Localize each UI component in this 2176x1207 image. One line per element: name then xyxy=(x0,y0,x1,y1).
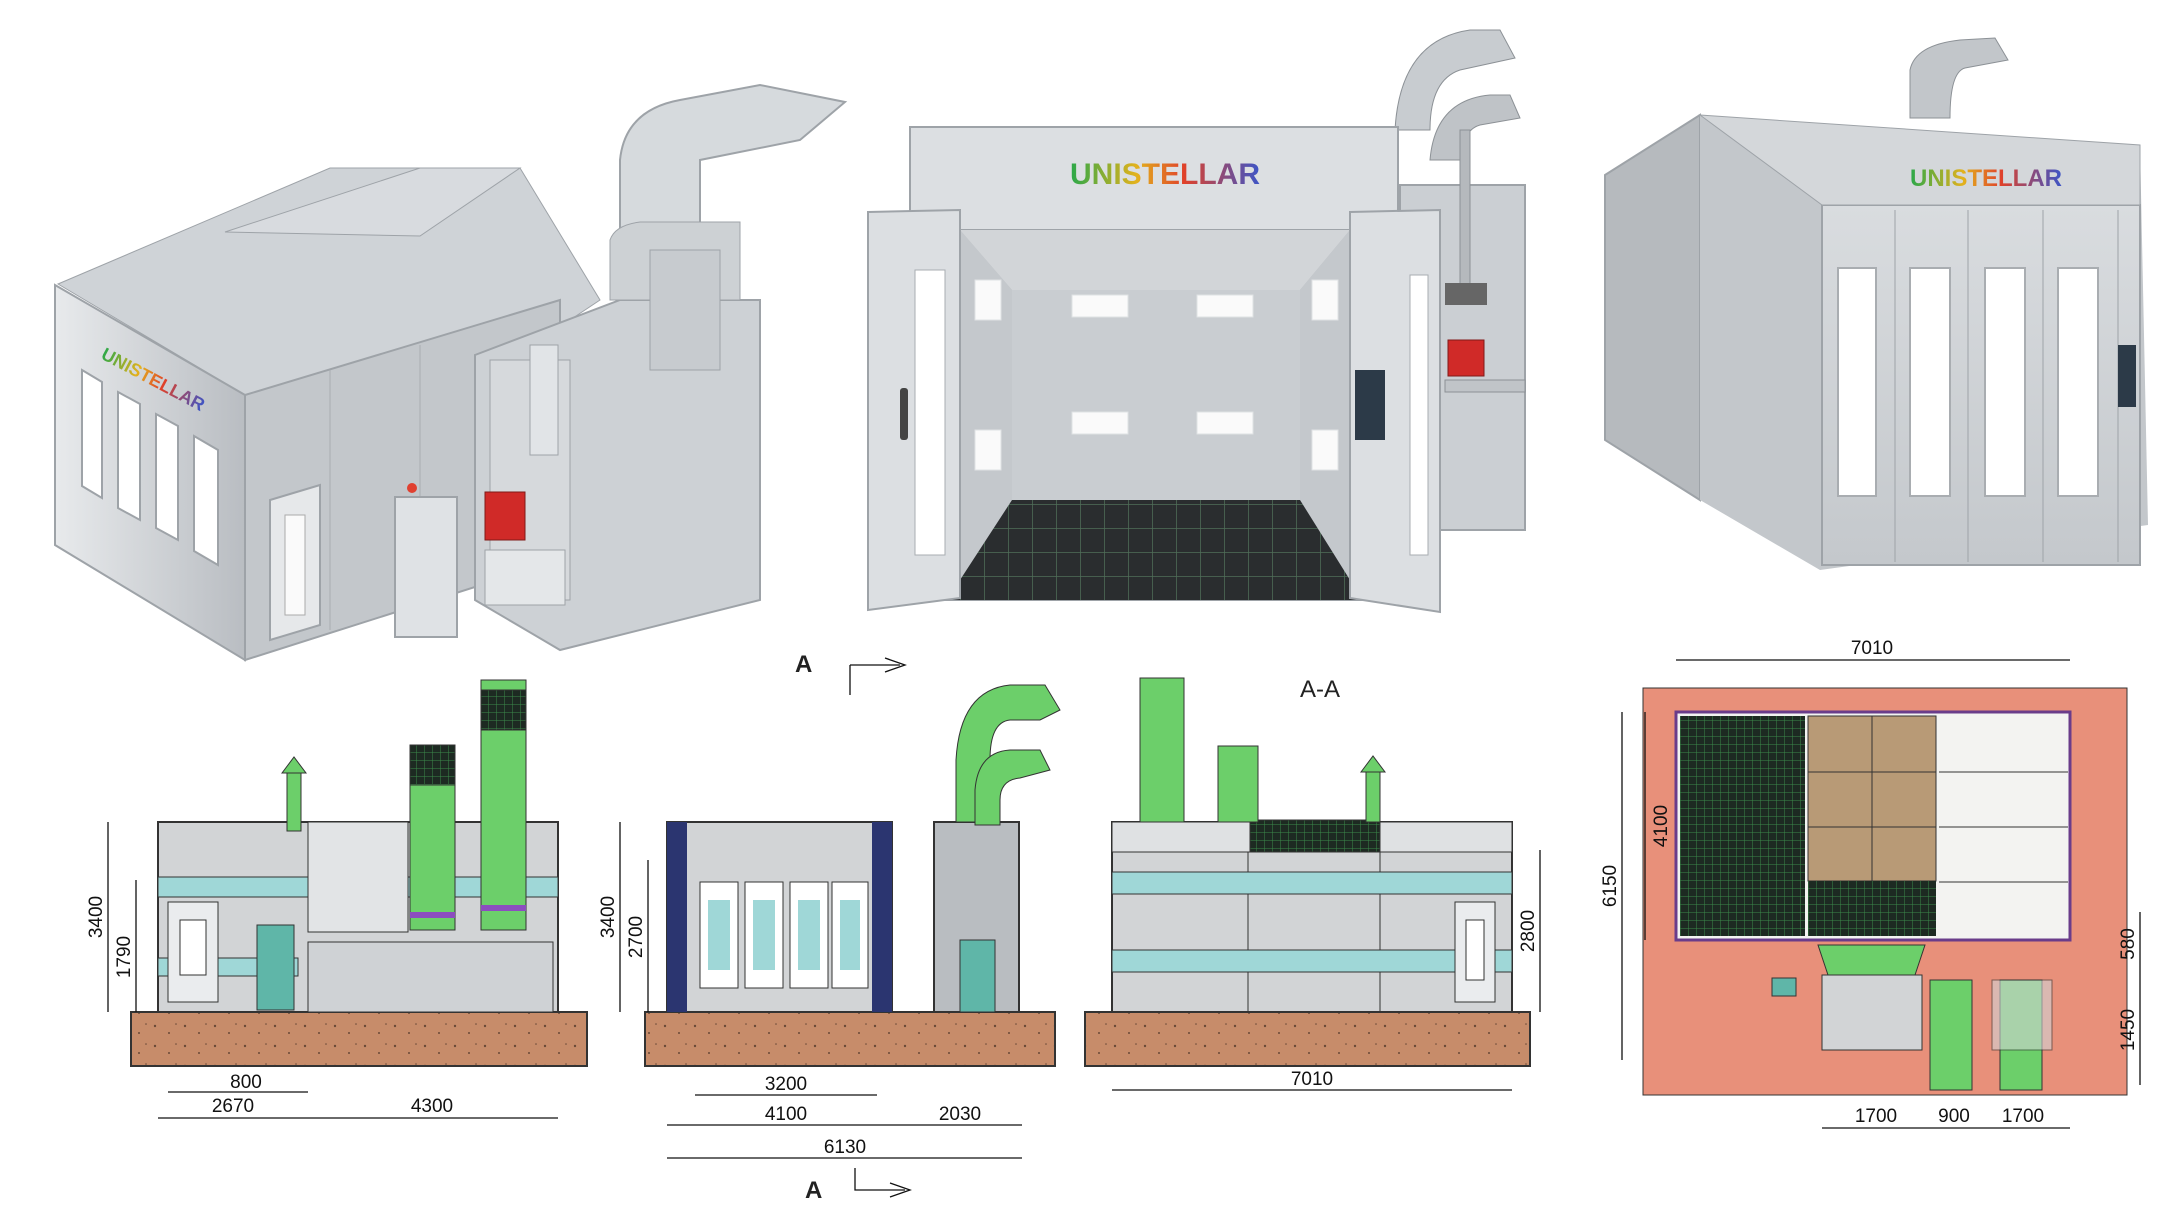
dim-v1-3400: 3400 xyxy=(86,896,107,938)
dim-v2-2700: 2700 xyxy=(626,916,647,958)
dim-v3-2800: 2800 xyxy=(1518,910,1539,952)
burner-red-icon xyxy=(484,491,526,541)
dim-v3-7010: 7010 xyxy=(1291,1069,1333,1090)
plan-view: 7010 6150 4100 580 1450 1700 900 1700 xyxy=(1600,638,2141,1129)
svg-text:UNISTELLAR: UNISTELLAR xyxy=(1910,165,2062,192)
dim-plan-1700b: 1700 xyxy=(2002,1106,2044,1127)
dim-plan-4100: 4100 xyxy=(1651,805,1672,847)
dim-plan-1450: 1450 xyxy=(2118,1009,2139,1051)
logo-front-uni: UNI xyxy=(1070,158,1122,191)
logo-front-stellar: STELLAR xyxy=(1122,158,1261,191)
dim-v1-1790: 1790 xyxy=(114,936,135,978)
dim-v2-2030: 2030 xyxy=(939,1104,981,1125)
booth-render-perspective-left: UNISTELLAR xyxy=(54,83,848,662)
elevation-front-dims: 3400 2700 3200 4100 2030 6130 A xyxy=(598,822,1022,1204)
elevation-front: A xyxy=(644,651,1061,1067)
elevation-section-aa: A-A 2800 7010 xyxy=(1084,676,1541,1091)
dim-plan-900: 900 xyxy=(1938,1106,1970,1127)
booth-render-front-open: UNISTELLAR xyxy=(867,29,1526,614)
svg-text:UNISTELLAR: UNISTELLAR xyxy=(1070,158,1260,191)
dim-v2-3400: 3400 xyxy=(598,896,619,938)
section-marker-top: A xyxy=(795,651,812,678)
logo-closed-stellar: STELLAR xyxy=(1951,165,2062,192)
dim-plan-6150: 6150 xyxy=(1600,865,1621,907)
warning-light-icon xyxy=(407,483,417,493)
dim-v2-3200: 3200 xyxy=(765,1074,807,1095)
closed-control-panel-icon xyxy=(2118,345,2136,407)
section-marker-bottom: A xyxy=(805,1177,822,1202)
dim-plan-580: 580 xyxy=(2118,928,2139,960)
dim-plan-7010: 7010 xyxy=(1851,638,1893,659)
section-title-aa: A-A xyxy=(1300,676,1340,703)
dim-v2-6130: 6130 xyxy=(824,1137,866,1158)
elevation-side: 3400 1790 800 2670 4300 xyxy=(86,679,588,1119)
dim-v1-2670: 2670 xyxy=(212,1096,254,1117)
dim-v2-4100: 4100 xyxy=(765,1104,807,1125)
logo-closed-uni: UNI xyxy=(1910,165,1951,192)
dim-plan-1700a: 1700 xyxy=(1855,1106,1897,1127)
dim-v1-800: 800 xyxy=(230,1072,262,1093)
booth-render-closed: UNISTELLAR xyxy=(1604,37,2148,570)
dim-v1-4300: 4300 xyxy=(411,1096,453,1117)
control-panel-icon xyxy=(1355,370,1385,440)
red-burner-box-icon xyxy=(1447,339,1485,377)
booth-light-panels xyxy=(974,279,1339,471)
